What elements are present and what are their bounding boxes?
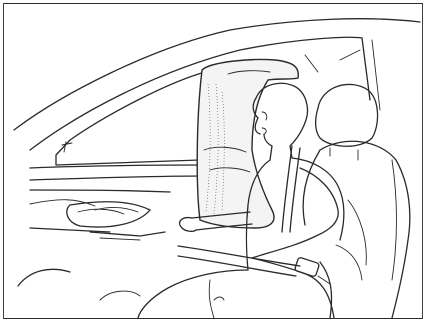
headrest [316, 84, 378, 160]
side-window [56, 72, 205, 165]
door-handle [78, 209, 124, 214]
seat-belt-buckle [294, 257, 330, 284]
door-panel [18, 165, 210, 300]
seat [303, 141, 410, 318]
